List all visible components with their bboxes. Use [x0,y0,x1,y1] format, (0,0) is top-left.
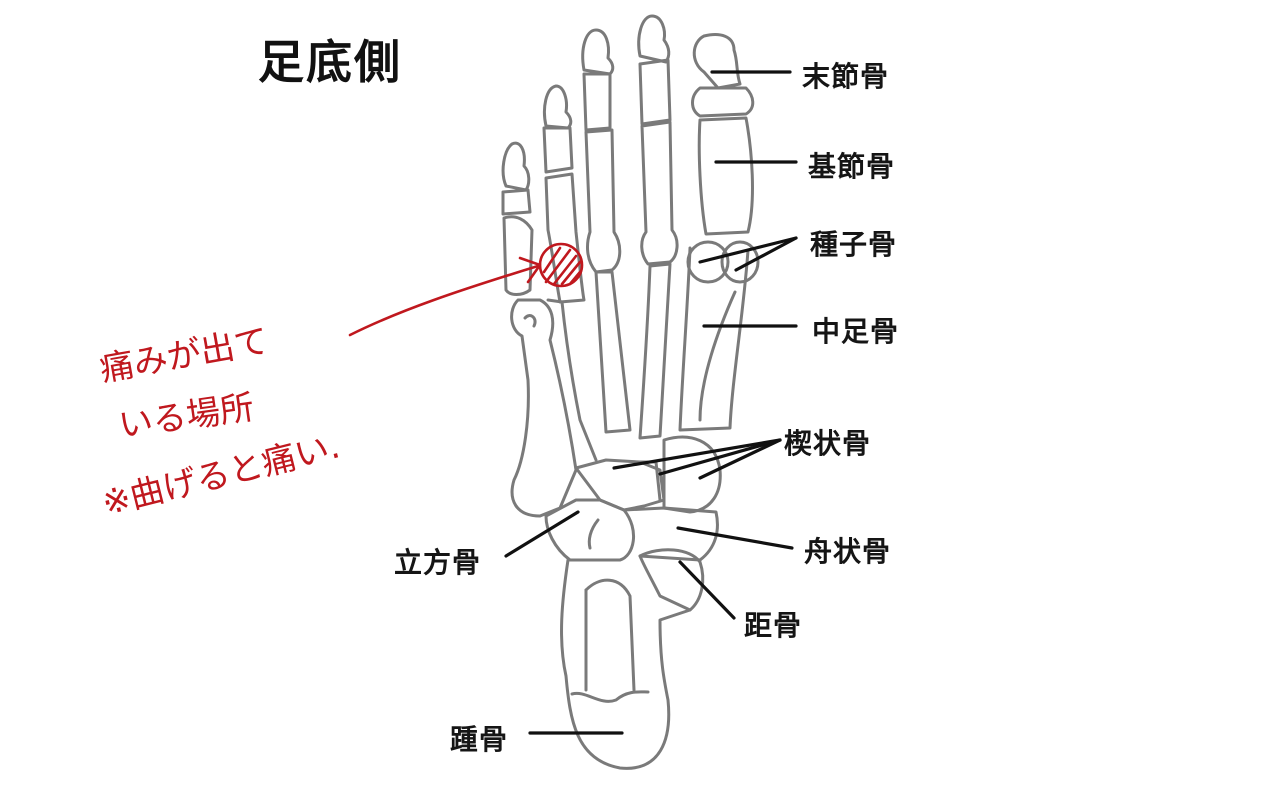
label-calcaneus: 踵骨 [450,723,509,756]
label-navicular: 舟状骨 [804,535,892,568]
calcaneus [560,558,692,770]
second-toe [637,14,679,440]
fifth-toe [501,141,534,296]
page-title: 足底側 [258,35,402,89]
label-cuboid: 立方骨 [394,546,482,579]
label-metatarsal: 中足骨 [812,315,900,348]
label-proximal-phalanx: 基節骨 [808,150,896,183]
pain-location-marker [538,242,584,288]
leader-lines [504,70,798,735]
label-sesamoid: 種子骨 [810,228,898,261]
label-talus: 距骨 [744,609,803,642]
third-toe [581,28,632,434]
annotation-arrow [348,256,542,337]
label-cuneiform: 楔状骨 [784,427,872,460]
big-toe [678,33,760,432]
fifth-metatarsal [510,298,598,518]
label-distal-phalanx: 末節骨 [802,60,890,93]
